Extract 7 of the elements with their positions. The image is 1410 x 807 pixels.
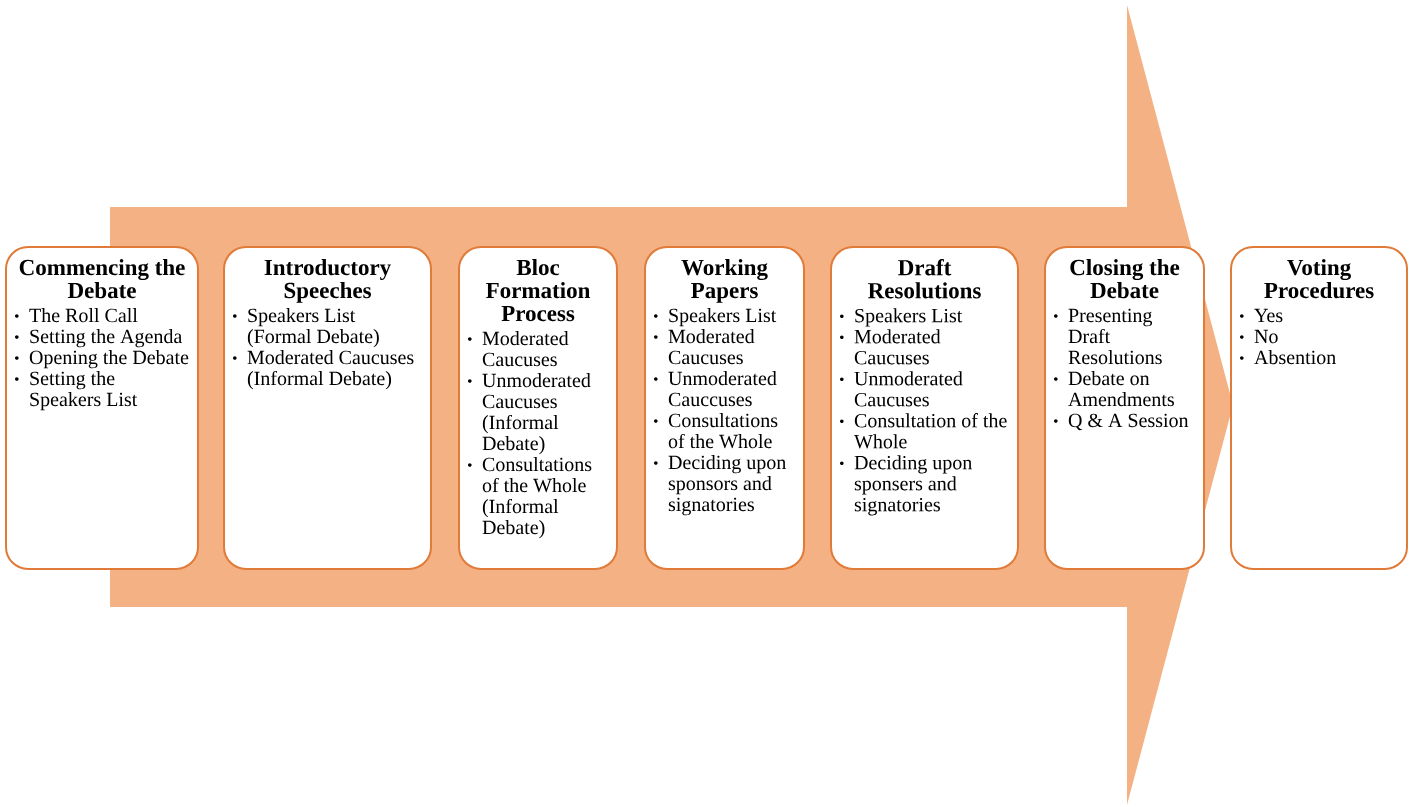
stage-box: Draft Resolutions Speakers List Moderated Caucuses Unmoderated Caucuses Consultation of the Whole Deciding upon sponsers and signatories [830, 246, 1019, 570]
stage-box: Closing the Debate Presenting Draft Resolutions Debate on Amendments Q & A Session [1044, 246, 1205, 570]
stage-box: Commencing the Debate The Roll Call Setting the Agenda Opening the Debate Setting the Speakers List [5, 246, 199, 570]
stage-box: Introductory Speeches Speakers List (Formal Debate) Moderated Caucuses (Informal Debate) [223, 246, 432, 570]
stage-box: Voting Procedures Yes No Absention [1230, 246, 1408, 570]
stage-box: Bloc Formation Process Moderated Caucuses Unmoderated Caucuses (Informal Debate) Consultations of the Whole (Informal Debate) [458, 246, 618, 570]
stage-box: Working Papers Speakers List Moderated Caucuses Unmoderated Cauccuses Consultations of the Whole Deciding upon sponsors and signatories [644, 246, 805, 570]
